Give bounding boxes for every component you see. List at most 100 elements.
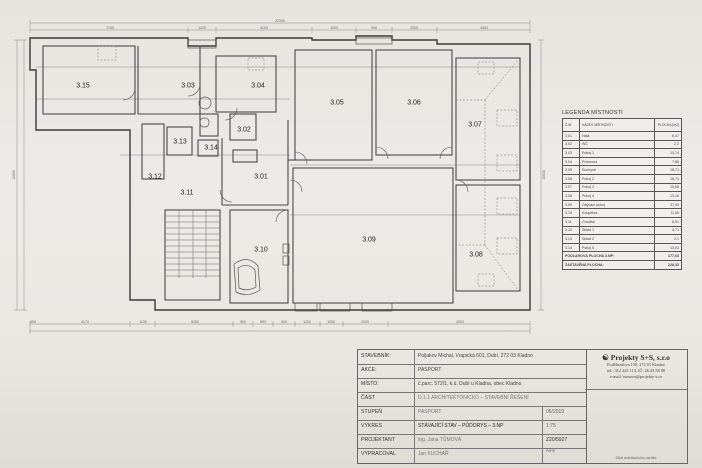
legend-number: 3.08: [562, 191, 580, 201]
tb-format: PARE: [546, 449, 556, 453]
legend-area: 15,68: [654, 182, 682, 193]
tb-value: č.parc. 572/1, k.ú. Dubí u Kladna, obec …: [418, 381, 522, 387]
legend-floor-area-row: PODLAHOVÁ PLOCHA 3.NP: 177,63: [562, 251, 682, 262]
legend-header-name: NÁZEV MÍSTNOSTI: [579, 118, 655, 132]
room-3-11: 3.11: [180, 189, 194, 197]
room-3-04: 3.04: [251, 82, 265, 90]
legend-name: Sklad 1: [579, 225, 655, 236]
tb-key: STAVEBNÍK:: [361, 353, 391, 359]
dim-top-total: 22300: [275, 19, 285, 23]
company-name: ☯ Projekty S+S, s.r.o: [589, 353, 683, 362]
legend-name: Pokoj 2: [579, 173, 655, 184]
dim-top-3: 4100: [260, 26, 268, 30]
tb-key: ČÁST: [361, 395, 375, 401]
room-3-01: 3.01: [254, 173, 268, 181]
room-3-02: 3.02: [237, 126, 251, 134]
legend-name: WC: [579, 139, 655, 150]
room-3-13: 3.13: [173, 138, 187, 146]
company-name-text: Projekty S+S, s.r.o: [610, 353, 670, 362]
floor-area-label: PODLAHOVÁ PLOCHA 3.NP:: [562, 251, 655, 262]
legend-name: Pokoj 4: [579, 191, 655, 201]
legend-title: LEGENDA MÍSTNOSTÍ: [562, 110, 623, 116]
room-3-06: 3.06: [407, 99, 421, 107]
tb-value: STÁVAJÍCÍ STAV – PŮDORYS – 3.NP: [418, 423, 504, 429]
tb-date: 06/2019: [546, 409, 565, 415]
legend-number: 3.14: [562, 242, 580, 253]
legend-built-area-row: ZASTAVĚNÁ PLOCHA: 228,33: [562, 260, 682, 271]
company-info: ☯ Projekty S+S, s.r.o Poděbradova 159, 2…: [589, 353, 683, 380]
tb-key: PROJEKTANT: [361, 437, 395, 443]
legend-name: Sklad 2: [579, 234, 655, 244]
legend-number: 3.03: [562, 148, 580, 158]
legend-area: 13,03: [654, 242, 682, 253]
legend-area: 13,74: [654, 148, 682, 158]
company-block: ☯ Projekty S+S, s.r.o Poděbradova 159, 2…: [585, 349, 688, 464]
dim-bottom-10: 2000: [361, 320, 369, 324]
legend-name: Pracovna: [579, 156, 655, 167]
legend-area: 2,1: [654, 234, 682, 244]
legend-area: 6,47: [654, 131, 682, 141]
legend-number: 3.02: [562, 139, 580, 150]
tb-value: PASPORT: [418, 409, 442, 415]
tb-row-projektant: PROJEKTANT Ing. Jana TŮMOVÁ Z20/5927: [358, 434, 586, 449]
dim-bottom-7: 900: [281, 320, 287, 324]
dim-bottom-11: 4300: [456, 320, 464, 324]
legend-name: Hala: [579, 131, 655, 141]
legend-name: Chodba: [579, 216, 655, 227]
room-legend: LEGENDA MÍSTNOSTÍ Č.M. NÁZEV MÍSTNOSTI P…: [562, 110, 682, 271]
signature-stamp-label: Obal autorizačního razítka: [615, 456, 657, 460]
legend-number: 3.04: [562, 156, 580, 167]
tb-row-akce: AKCE: PASPORT: [358, 364, 586, 379]
legend-area: 4,71: [654, 225, 682, 236]
legend-area: 7,86: [654, 156, 682, 167]
dim-bottom-2: 4170: [81, 320, 89, 324]
legend-name: Pokoj 3: [579, 182, 655, 193]
room-3-15: 3.15: [76, 82, 90, 90]
dim-bottom-5: 900: [240, 320, 246, 324]
legend-number: 3.10: [562, 208, 580, 218]
dim-right-total: 10600: [542, 170, 546, 180]
built-area-label: ZASTAVĚNÁ PLOCHA:: [562, 260, 655, 271]
legend-number: 3.12: [562, 225, 580, 236]
legend-name: Pokoj 5: [579, 242, 655, 253]
dim-top-1: 7100: [106, 26, 114, 30]
tb-row-stupen: STUPEŇ PASPORT 06/2019: [358, 406, 586, 421]
tb-value: PASPORT: [418, 367, 442, 373]
dim-top-5: 900: [371, 26, 377, 30]
legend-number: 3.01: [562, 131, 580, 141]
tb-key: AKCE:: [361, 367, 377, 373]
legend-area: 13,16: [654, 191, 682, 201]
legend-header-row: Č.M. NÁZEV MÍSTNOSTI PLOCHA [m2]: [562, 118, 682, 132]
built-area-value: 228,33: [654, 260, 682, 271]
legend-area: 18,71: [654, 165, 682, 175]
dim-top-4: 1000: [330, 26, 338, 30]
tb-row-misto: MÍSTO: č.parc. 572/1, k.ú. Dubí u Kladna…: [358, 378, 586, 393]
tb-key: VYPRACOVAL: [361, 451, 396, 457]
tb-value: D.1.1 ARCHITEKTONICKO – STAVEBNÍ ŘEŠENÍ: [418, 395, 529, 401]
legend-name: Pokoj 1: [579, 148, 655, 158]
room-3-10: 3.10: [254, 246, 268, 254]
dim-bottom-9: 1050: [327, 320, 335, 324]
legend-number: 3.09: [562, 199, 580, 210]
company-address: Poděbradova 159, 272 01 Kladno: [607, 362, 665, 367]
tb-row-vypracoval: VYPRACOVAL Jan KUCHAŘ PARE: [358, 448, 586, 462]
dim-left-total: 10800: [12, 170, 16, 180]
tb-value: Poljakov Michal, Vrapická 601, Dubí, 272…: [418, 353, 533, 359]
room-3-05: 3.05: [330, 99, 344, 107]
legend-area: 2,2: [654, 139, 682, 150]
tb-key: STUPEŇ: [361, 409, 383, 415]
tb-scale: 1:75: [546, 423, 556, 429]
floor-area-value: 177,63: [654, 251, 682, 262]
